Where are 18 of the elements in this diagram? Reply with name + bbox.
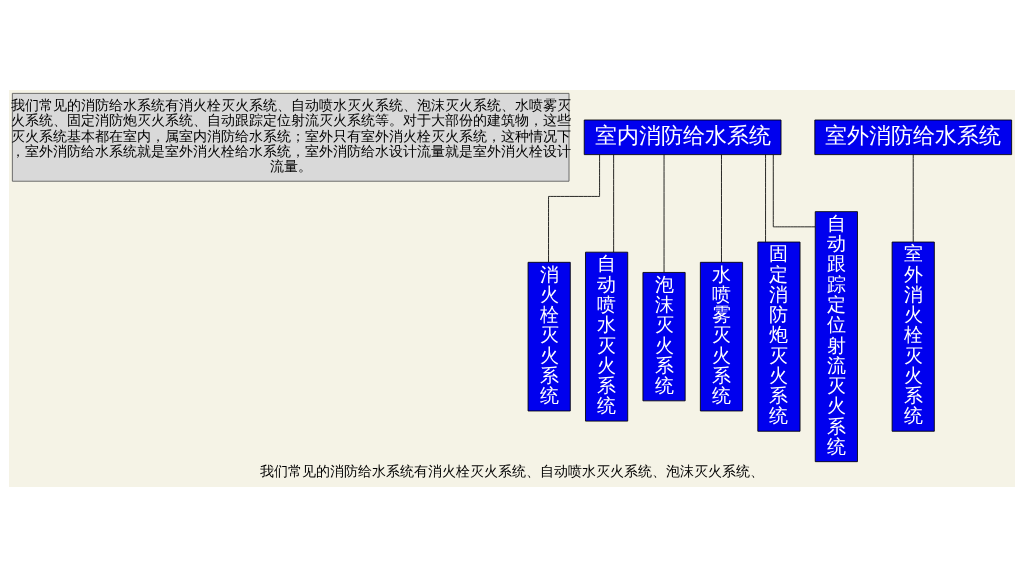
node-box: 泡沫灭火系统 (642, 271, 686, 401)
node-box: 我们常见的消防给水系统有消火栓灭火系统、自动喷水灭火系统、泡沫灭火系统、水喷雾灭火系统、固定消防炮灭火系统、自动跟踪定位射流灭火系统等。对于大部份的建筑物，这些灭火系统基本都在室内，属室内消防给水系统；室外只有室外消火栓灭火系统，这种情况下，室外消防给水系统就是室外消火栓给水系统，室外消防给水设计流量就是室外消火栓设计流量。 (11, 92, 570, 182)
node-box: 自动跟踪定位射流灭火系统 (814, 210, 858, 462)
connector (721, 153, 722, 263)
node-box: 室外消防给水系统 (814, 119, 1013, 155)
node-box: 室内消防给水系统 (583, 119, 782, 155)
node-box: 室外消火栓灭火系统 (891, 241, 935, 432)
connector (912, 153, 914, 242)
connector (613, 153, 615, 253)
node-box: 固定消防炮灭火系统 (757, 241, 801, 432)
connector (548, 153, 600, 262)
connector (772, 153, 816, 227)
caption: 我们常见的消防给水系统有消火栓灭火系统、自动喷水灭火系统、泡沫灭火系统、 (260, 462, 764, 479)
node-box: 水喷雾灭火系统 (699, 261, 743, 411)
node-box: 自动喷水灭火系统 (585, 251, 629, 422)
node-box: 消火栓灭火系统 (527, 261, 571, 411)
connector (663, 153, 665, 273)
connector (765, 153, 766, 242)
